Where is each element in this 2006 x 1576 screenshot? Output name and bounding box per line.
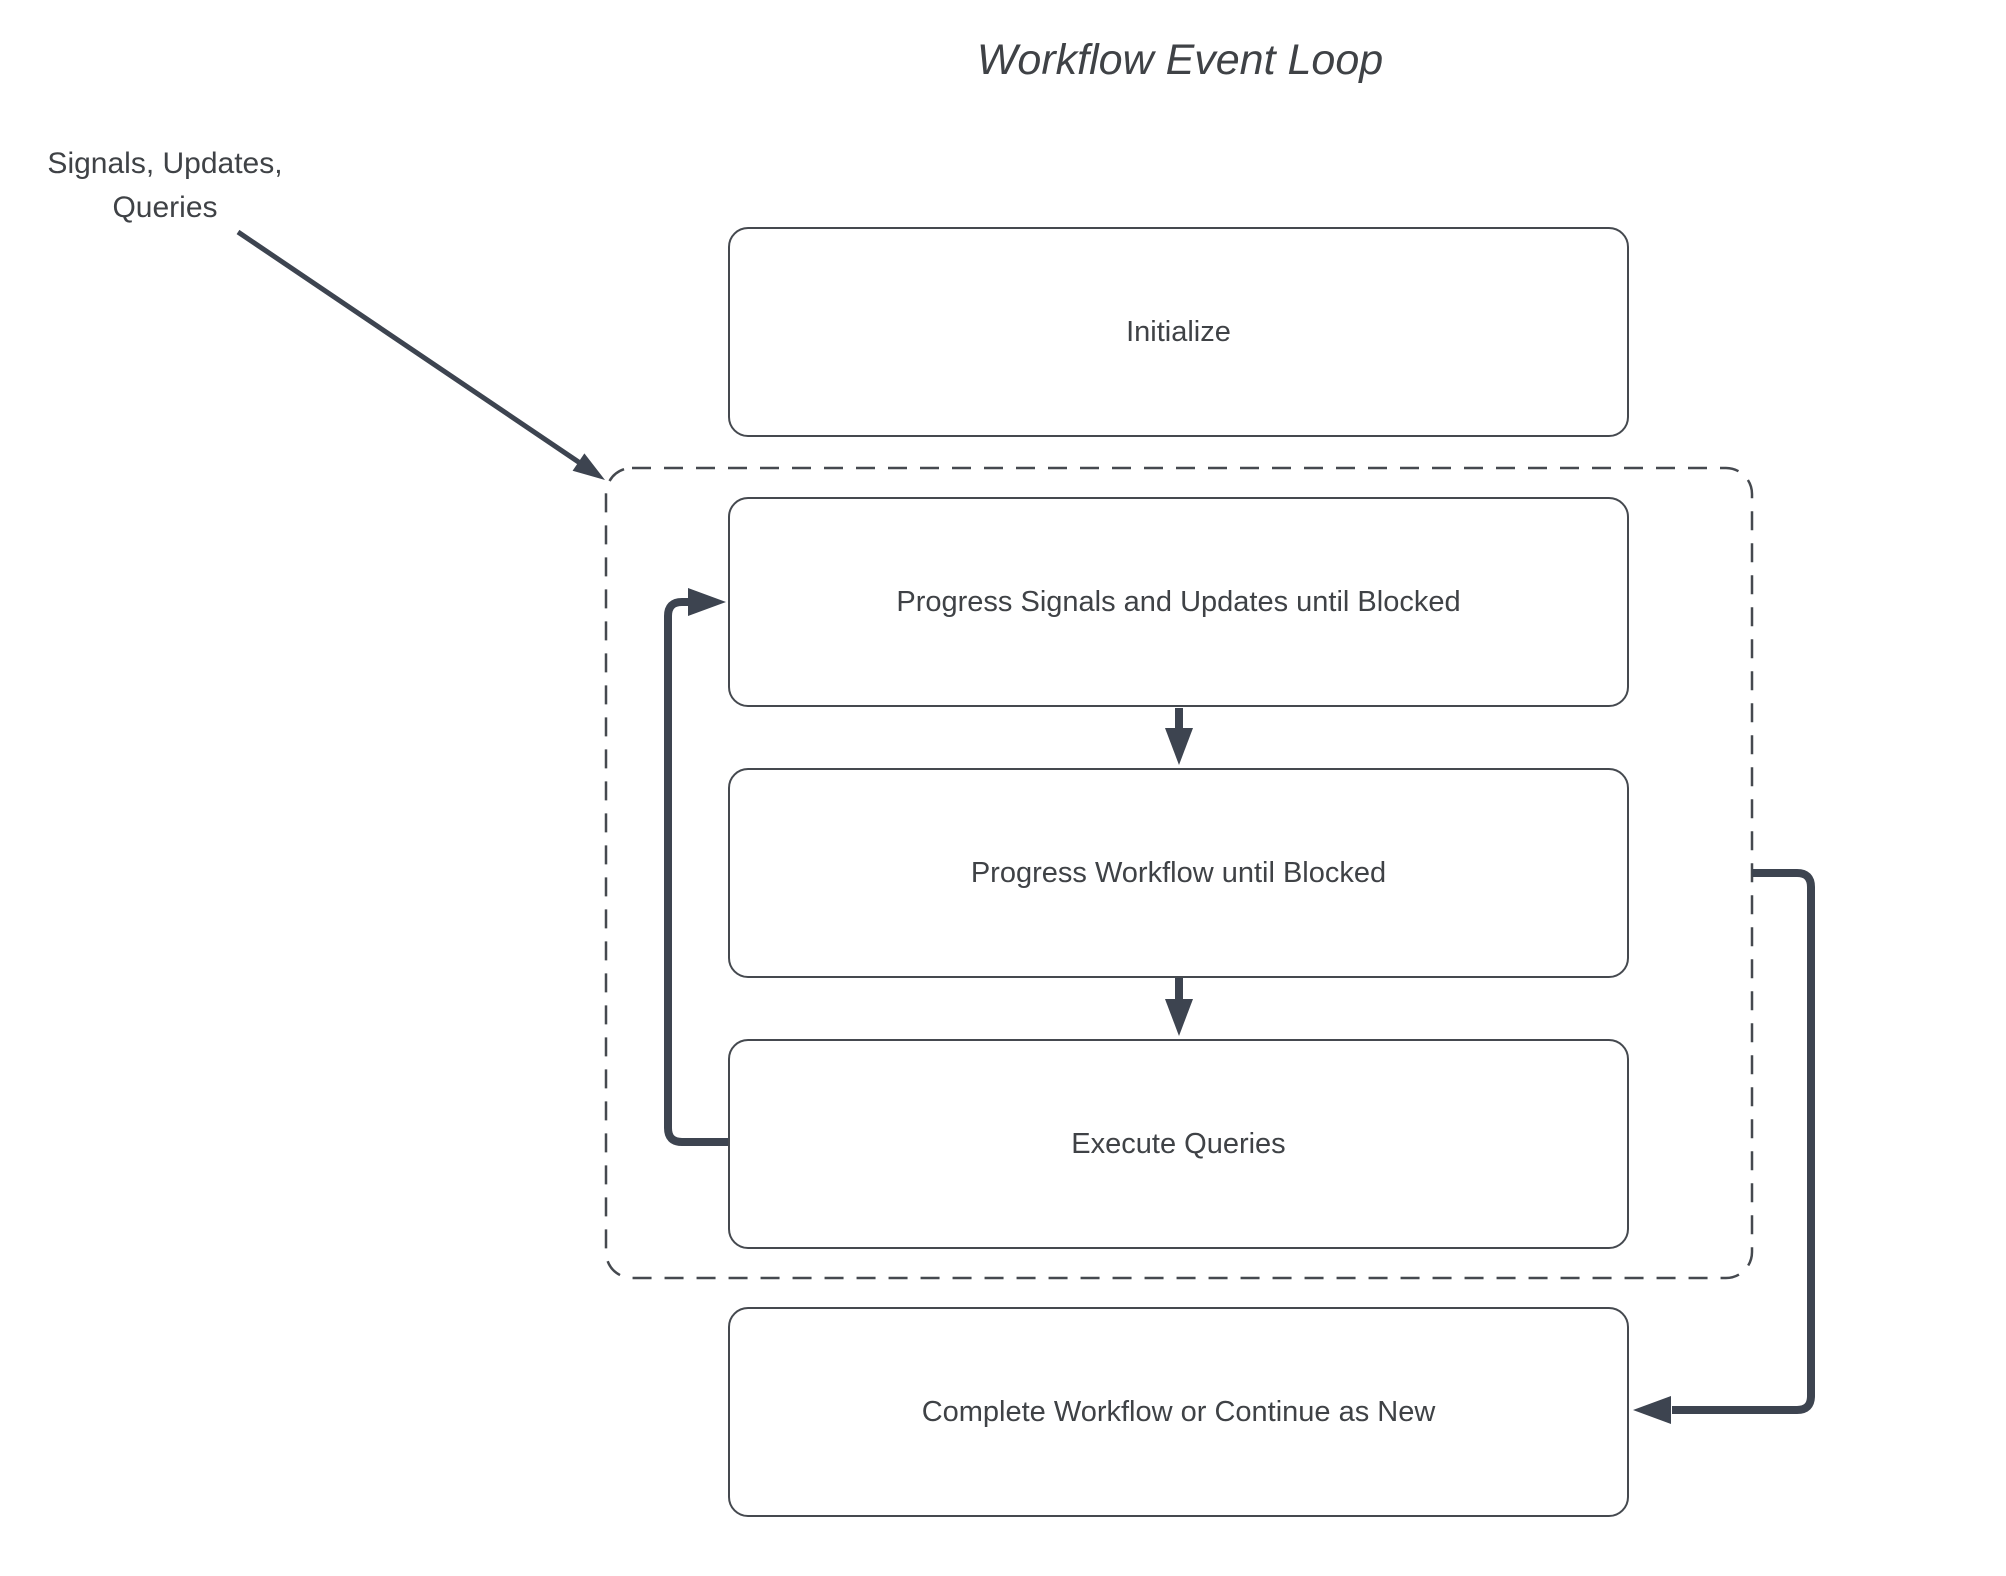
external-input-label: Signals, Updates, Queries [47,142,282,230]
down-arrow-2-head-icon [1165,999,1193,1036]
signals-input-arrow-line [236,229,582,466]
loop-back-arrow-line [664,598,730,1146]
node-execute-queries-label: Execute Queries [1071,1127,1286,1160]
diagram-title: Workflow Event Loop [976,36,1384,84]
node-initialize: Initialize [728,227,1629,437]
node-complete-label: Complete Workflow or Continue as New [921,1395,1436,1428]
down-arrow-2 [1165,978,1193,1036]
continue-arrowhead-icon [1633,1396,1671,1424]
loop-back-arrowhead-icon [688,588,726,616]
node-progress-workflow-label: Progress Workflow until Blocked [970,856,1387,889]
down-arrow-1-head-icon [1165,728,1193,765]
external-input-label-line1: Signals, Updates, [47,147,283,180]
external-input-label-line2: Queries [112,191,218,224]
signals-input-arrow [236,229,605,480]
node-progress-signals-label: Progress Signals and Updates until Block… [896,585,1461,618]
node-initialize-label: Initialize [1126,315,1231,348]
continue-arrow-line [1672,869,1815,1414]
node-progress-workflow: Progress Workflow until Blocked [728,768,1629,978]
continue-arrow [1633,869,1815,1424]
signals-input-arrowhead-icon [572,453,605,480]
node-progress-signals: Progress Signals and Updates until Block… [728,497,1629,707]
down-arrow-1 [1165,708,1193,765]
loop-back-arrow [664,588,730,1146]
node-complete: Complete Workflow or Continue as New [728,1307,1629,1517]
node-execute-queries: Execute Queries [728,1039,1629,1249]
